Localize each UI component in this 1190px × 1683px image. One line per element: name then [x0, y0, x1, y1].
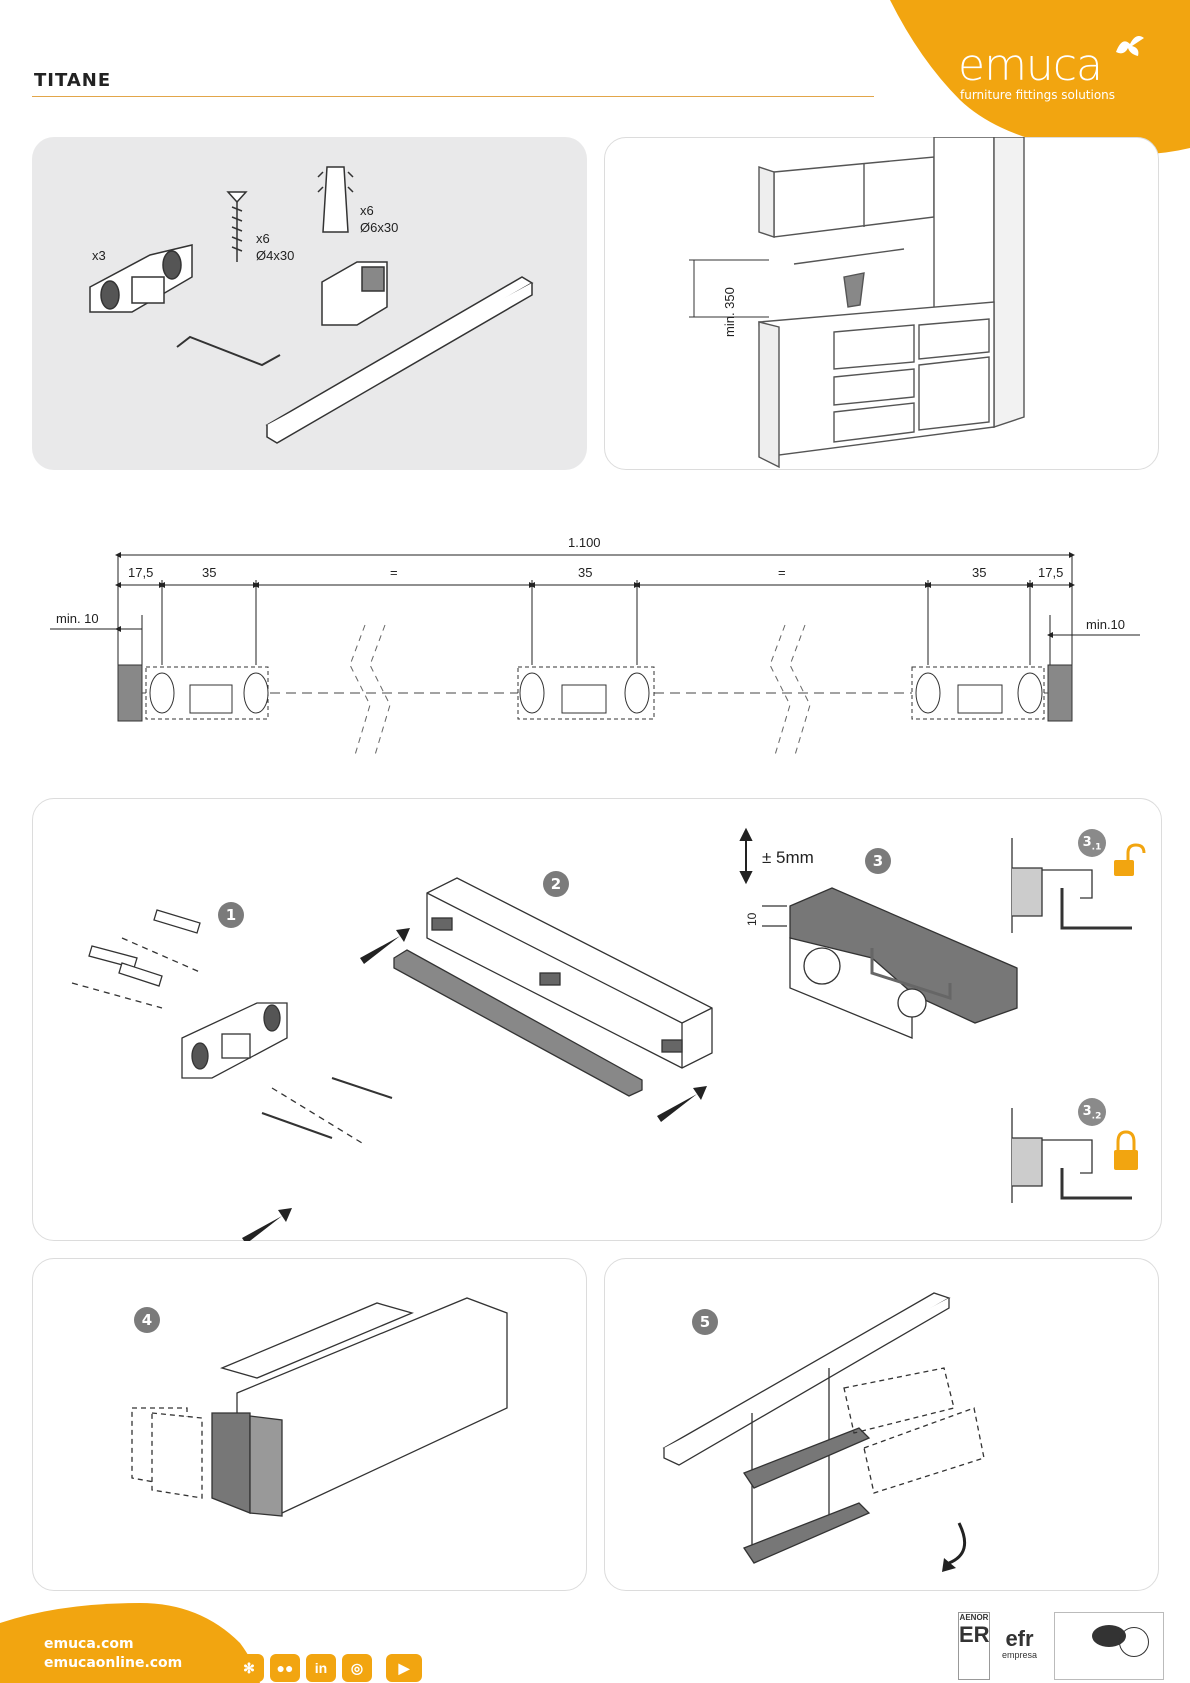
brand-logo[interactable]: emuca — [958, 40, 1103, 91]
equal-left-label: = — [390, 565, 398, 580]
equal-right-label: = — [778, 565, 786, 580]
lock-open-icon — [1114, 843, 1146, 876]
end-cap-part — [321, 261, 388, 326]
plug-quantity: x6 — [360, 203, 374, 218]
right-edge-label: 17,5 — [1038, 565, 1063, 580]
step-2-badge: 2 — [543, 871, 569, 897]
title-divider — [32, 96, 874, 97]
butterfly-icon — [1116, 36, 1144, 56]
break-marks — [349, 624, 811, 756]
updown-arrow-icon — [739, 827, 753, 885]
spacing-c-label: 35 — [972, 565, 986, 580]
lock-closed-icon — [1114, 1130, 1138, 1170]
bracket-quantity: x3 — [92, 248, 106, 263]
bracket-part — [89, 244, 193, 313]
step-1-badge: 1 — [218, 902, 244, 928]
wall-plug-part — [317, 166, 354, 233]
shop-link[interactable]: emucaonline.com — [44, 1655, 183, 1671]
youtube-icon[interactable]: ▶ — [386, 1654, 422, 1682]
bracket-left — [145, 666, 269, 720]
efr-certificate: efr empresa — [1002, 1626, 1038, 1661]
step-1-drawing — [71, 909, 393, 1144]
step-3-depth: 10 — [745, 912, 759, 926]
screw-quantity: x6 — [256, 231, 270, 246]
left-edge-label: 17,5 — [128, 565, 153, 580]
step-2-drawing — [393, 877, 713, 1097]
step-3-drawing: 10 — [745, 887, 1018, 1039]
bracket-right — [911, 666, 1045, 720]
aenor-certificate: AENOR ER — [958, 1612, 990, 1680]
end-cap-illustration — [131, 1297, 508, 1517]
website-link[interactable]: emuca.com — [44, 1636, 134, 1652]
spacing-b-label: 35 — [578, 565, 592, 580]
side-panel-left — [117, 664, 143, 722]
adjustment-range: ± 5mm — [762, 848, 814, 867]
linkedin-icon[interactable]: in — [306, 1654, 336, 1682]
step-5-badge: 5 — [692, 1309, 718, 1335]
spacing-a-label: 35 — [202, 565, 216, 580]
flickr-icon[interactable]: ●● — [270, 1654, 300, 1682]
brand-corner-shape — [890, 0, 1190, 155]
step-3-badge: 3 — [865, 848, 891, 874]
spacing-dimension-diagram: 1.100 17,5 35 = 35 = 35 17,5 min. 10 min… — [50, 535, 1140, 756]
instagram-icon[interactable]: ◎ — [342, 1654, 372, 1682]
brand-tagline: furniture fittings solutions — [960, 88, 1116, 102]
min-right-label: min.10 — [1086, 617, 1125, 632]
kit-parts-illustration — [89, 166, 534, 444]
screw-part — [226, 191, 248, 262]
allen-key-part — [176, 335, 281, 367]
plug-size: Ø6x30 — [360, 220, 399, 235]
emuca-icon[interactable]: ✻ — [234, 1654, 264, 1682]
step-3-1-drawing — [1011, 838, 1132, 933]
mounted-organizer-illustration — [662, 1292, 985, 1572]
step-3-2-drawing — [1011, 1108, 1132, 1203]
page-title: TITANE — [34, 70, 112, 91]
step-3-2-badge: 3.2 — [1078, 1098, 1106, 1126]
arrow-icon — [242, 928, 707, 1241]
install-steps-illustration: 10 — [71, 827, 1146, 1241]
total-length-label: 1.100 — [568, 535, 601, 550]
quality-certificate — [1054, 1612, 1164, 1680]
cabinet-min-height: min. 350 — [722, 287, 737, 337]
side-panel-right — [1047, 664, 1073, 722]
footer-corner-shape — [0, 1603, 260, 1683]
screw-size: Ø4x30 — [256, 248, 295, 263]
step-3-1-badge: 3.1 — [1078, 829, 1106, 857]
rail-part — [265, 276, 534, 444]
min-left-label: min. 10 — [56, 611, 99, 626]
bracket-middle — [517, 666, 655, 720]
step-4-badge: 4 — [134, 1307, 160, 1333]
cabinet-illustration: min. 350 — [689, 137, 1025, 469]
